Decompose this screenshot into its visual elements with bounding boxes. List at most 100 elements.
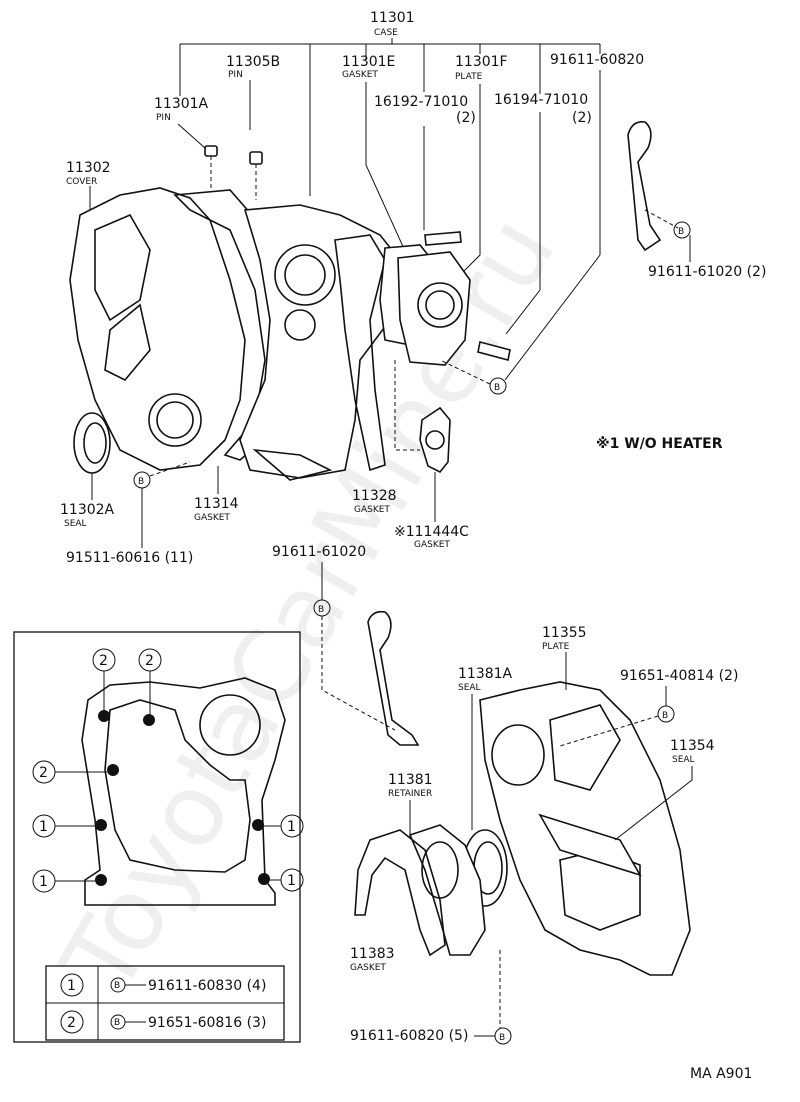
leader-11354 [614, 766, 693, 841]
label-11302-sub: COVER [66, 177, 97, 187]
inset-bolt-2c [107, 764, 119, 776]
gasket-11444C [419, 406, 451, 474]
plate-bore-left [491, 724, 545, 786]
plate-cutout [549, 704, 621, 791]
inset-bolt-1c [252, 819, 264, 831]
case-bore-lower [284, 309, 316, 341]
bracket-dash [644, 209, 679, 229]
label-11328: 11328 [352, 488, 397, 504]
legend-key-1 [60, 973, 84, 997]
label-91511: 91511-60616 (11) [66, 550, 193, 566]
leader-11301A-b [177, 123, 206, 149]
seal-11302A-inner [83, 422, 107, 464]
label-11381-sub: RETAINER [388, 789, 432, 799]
callout-2-text: 2 [99, 653, 108, 669]
bracket-middle [367, 610, 420, 746]
label-11354-sub: SEAL [672, 755, 695, 765]
stud-16194 [477, 341, 511, 361]
label-16194: 16194-71010 [494, 92, 588, 108]
callout-2-text: 2 [145, 653, 154, 669]
label-11328-sub: GASKET [354, 505, 390, 515]
label-91611-60820-b: 91611-60820 (5) [350, 1028, 468, 1044]
label-16192: 16192-71010 [374, 94, 468, 110]
label-11355: 11355 [542, 625, 587, 641]
bolt-dash-plate [439, 359, 491, 385]
pin-11301A [204, 145, 218, 157]
label-11383-sub: GASKET [350, 963, 386, 973]
legend-key-1-text: 1 [67, 978, 76, 994]
legend-key-2 [60, 1010, 84, 1034]
label-11301E: 11301E [342, 54, 395, 70]
label-11302: 11302 [66, 160, 111, 176]
seal-11302A [73, 412, 111, 474]
label-11302A: 11302A [60, 502, 115, 518]
label-11314-sub: GASKET [194, 513, 230, 523]
legend-text-2: 91651-60816 (3) [148, 1015, 266, 1031]
bracket-m-dash [321, 616, 396, 731]
callout-1-text: 1 [287, 819, 296, 835]
inset-bolt-1b [95, 874, 107, 886]
bolt-callout-bottom [494, 1027, 512, 1045]
bolt-dash-91651 [559, 715, 659, 747]
label-11444C: ※111444C [394, 524, 469, 540]
label-91611-61020-m: 91611-61020 [272, 544, 366, 560]
gasket-11383 [354, 829, 446, 957]
label-11354: 11354 [670, 738, 715, 754]
cover-rib [104, 303, 151, 381]
label-16194-qty: (2) [572, 110, 592, 126]
label-11301A-sub: PIN [156, 113, 171, 123]
figure-id: MA A901 [690, 1066, 752, 1082]
bolt-letter: B [499, 1033, 505, 1043]
gasket-11444C-dash [394, 360, 420, 451]
legend-bolt-2-letter: B [114, 1018, 120, 1028]
pin-11305B [249, 151, 263, 165]
inset-pump-bore [199, 694, 261, 756]
inset-gasket-inner [104, 699, 251, 873]
label-11383: 11383 [350, 946, 395, 962]
callout-1-text: 1 [39, 819, 48, 835]
inset-bolt-1a [95, 819, 107, 831]
gasket-11444C-hole [425, 430, 445, 450]
bolt-letter: B [318, 605, 324, 615]
seal-11354 [538, 813, 642, 877]
bolt-callout-plate [489, 377, 507, 395]
leader-11301E [365, 82, 411, 263]
inset-bolt-1d [258, 873, 270, 885]
bracket-top-right [627, 120, 662, 252]
label-11301F-sub: PLATE [455, 72, 483, 82]
case-foot [252, 448, 333, 481]
label-91611-61020-r: 91611-61020 (2) [648, 264, 766, 280]
label-11305B: 11305B [226, 54, 280, 70]
label-91651-40814: 91651-40814 (2) [620, 668, 738, 684]
label-11301E-sub: GASKET [342, 70, 378, 80]
cover-window [94, 213, 151, 322]
label-11301F: 11301F [455, 54, 508, 70]
cover-seal-bore-inner [156, 401, 194, 439]
label-11305B-sub: PIN [228, 70, 243, 80]
label-11381: 11381 [388, 772, 433, 788]
legend-grid [46, 966, 284, 1040]
case-water-pump-bore [274, 244, 336, 306]
label-11381A: 11381A [458, 666, 513, 682]
timing-cover [69, 187, 246, 471]
gasket-11328 [334, 234, 386, 472]
bolt-letter: B [494, 383, 500, 393]
inset-gasket-outline [81, 677, 286, 906]
bolt-callout-bracket [673, 221, 691, 239]
label-11381A-sub: SEAL [458, 683, 481, 693]
label-91611-60820-top: 91611-60820 [550, 52, 644, 68]
stud-16192 [424, 231, 462, 246]
legend-text-1: 91611-60830 (4) [148, 978, 266, 994]
inset-frame [13, 631, 301, 1043]
bolt-letter: B [678, 227, 684, 237]
label-11301A: 11301A [154, 96, 209, 112]
bolt-callout-91651 [657, 705, 675, 723]
callout-1-text: 1 [287, 873, 296, 889]
legend-key-2-text: 2 [67, 1015, 76, 1031]
label-11444C-sub: GASKET [414, 540, 450, 550]
label-11314: 11314 [194, 496, 239, 512]
bolt-dash-cover [149, 461, 191, 477]
label-16192-qty: (2) [456, 110, 476, 126]
legend-bolt-1-letter: B [114, 981, 120, 991]
